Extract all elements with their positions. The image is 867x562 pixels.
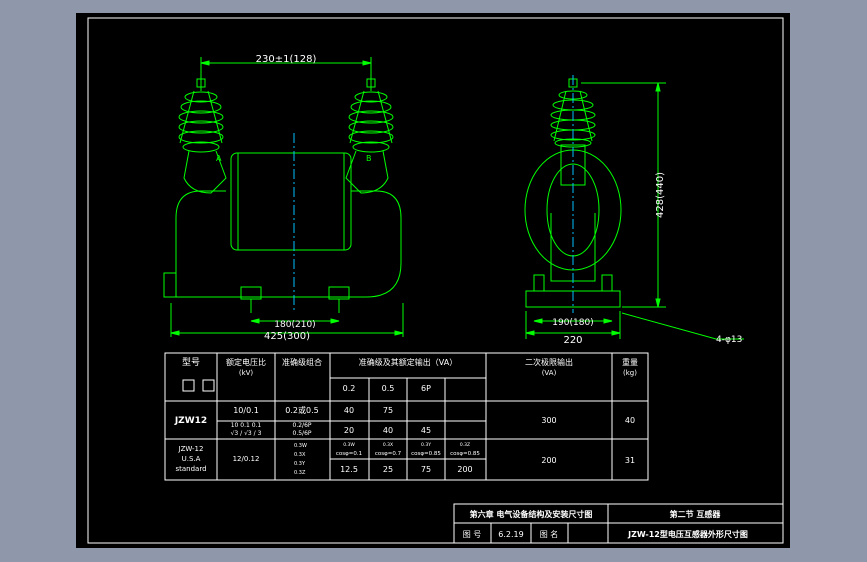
r1-ratio-sub2: √3 / √3 / 3 [231, 430, 262, 437]
r1-out-b-1: 20 [344, 426, 354, 435]
fig-name: JZW-12型电压互感器外形尺寸图 [627, 529, 748, 539]
front-view [163, 57, 404, 337]
th-voltage-unit: (kV) [239, 369, 254, 377]
title-block [453, 503, 784, 544]
r2-val-2: 25 [383, 465, 393, 474]
left-insulator [178, 78, 227, 194]
fig-no: 6.2.19 [498, 530, 523, 539]
r2-cos-3: cosφ=0.85 [411, 451, 441, 457]
spec-table [164, 352, 649, 481]
title-block-text: 第六章 电气设备结构及安装尺寸图 第二节 互感器 图 号 6.2.19 图 名 … [463, 509, 748, 539]
th-rated-output: 准确级及其额定输出（VA） [359, 357, 457, 367]
base-left [175, 190, 226, 281]
drawing-canvas: 230±1(128) 180(210) 425(300) A B [76, 13, 790, 548]
r1-weight: 40 [625, 416, 635, 425]
fig-no-label: 图 号 [463, 530, 482, 539]
fig-name-label: 图 名 [540, 529, 559, 539]
r2-val-1: 12.5 [340, 465, 358, 474]
r2-cos-2: cosφ=0.7 [375, 451, 402, 457]
th-model: 型号 [182, 357, 200, 368]
section-title: 第二节 互感器 [670, 509, 722, 519]
r1-ratio: 10/0.1 [233, 406, 259, 415]
r1-ratio-sub: 10 0.1 0.1 [231, 422, 262, 429]
class-6p: 6P [421, 384, 431, 393]
th-weight: 重量 [622, 357, 638, 367]
r2-model3: standard [175, 465, 206, 473]
r2-acc-3: 0.3Y [294, 461, 306, 467]
class-0-2: 0.2 [343, 384, 356, 393]
dim-inner: 190(180) [552, 318, 593, 328]
r1-model: JZW12 [174, 416, 207, 426]
r2-cos-small-1: 0.3W [343, 442, 355, 448]
class-0-5: 0.5 [382, 384, 395, 393]
base-right [175, 190, 402, 298]
r2-weight: 31 [625, 456, 635, 465]
cad-drawing: 230±1(128) 180(210) 425(300) A B [87, 17, 784, 544]
hole-note: 4-φ13 [716, 335, 742, 345]
r1-out-b-3: 45 [421, 426, 431, 435]
terminal-box [163, 272, 177, 298]
r1-out-a-1: 40 [344, 406, 354, 415]
th-accuracy: 准确级组合 [282, 357, 322, 367]
th-voltage-ratio: 额定电压比 [226, 357, 266, 367]
dim-bottom: 425(300) [264, 331, 310, 342]
r2-cos-small-3: 0.3Y [421, 442, 431, 448]
r1-acc2: 0.2/6P [293, 422, 312, 429]
label-b: B [366, 154, 372, 163]
side-view [524, 78, 744, 340]
transformer-core [230, 152, 352, 251]
th-weight-unit: (kg) [623, 369, 637, 377]
r2-model1: JZW-12 [178, 445, 204, 453]
chapter-title: 第六章 电气设备结构及安装尺寸图 [470, 509, 593, 519]
r1-out-a-2: 75 [383, 406, 393, 415]
r1-acc1: 0.2或0.5 [285, 405, 318, 415]
r2-acc-4: 0.3Z [294, 470, 306, 476]
right-insulator [345, 78, 394, 194]
r1-out-b-2: 40 [383, 426, 393, 435]
r1-limit: 300 [541, 416, 556, 425]
spec-table-text: 型号 额定电压比 (kV) 准确级组合 准确级及其额定输出（VA） 二次极限输出… [174, 357, 638, 476]
r2-cos-small-4: 0.3Z [460, 442, 470, 448]
r2-cos-4: cosφ=0.85 [450, 451, 480, 457]
r1-acc3: 0.5/6P [293, 430, 312, 437]
r2-val-3: 75 [421, 465, 431, 474]
dim-mid: 180(210) [274, 320, 315, 330]
th-limit-output: 二次极限输出 [525, 357, 573, 367]
label-a: A [216, 154, 222, 163]
r2-cos-1: cosφ=0.1 [336, 451, 362, 457]
dim-height: 428(440) [655, 172, 666, 218]
th-limit-unit: (VA) [542, 369, 557, 377]
r2-model2: U.S.A [182, 455, 201, 463]
drawing-border [87, 17, 784, 544]
r2-cos-small-2: 0.3X [383, 442, 393, 448]
r2-acc-1: 0.3W [294, 443, 307, 449]
r2-ratio: 12/0.12 [233, 455, 260, 463]
r2-acc-2: 0.3X [294, 452, 306, 458]
r2-val-4: 200 [457, 465, 472, 474]
dim-base: 220 [563, 335, 582, 346]
r2-limit: 200 [541, 456, 556, 465]
dim-top: 230±1(128) [256, 54, 317, 65]
